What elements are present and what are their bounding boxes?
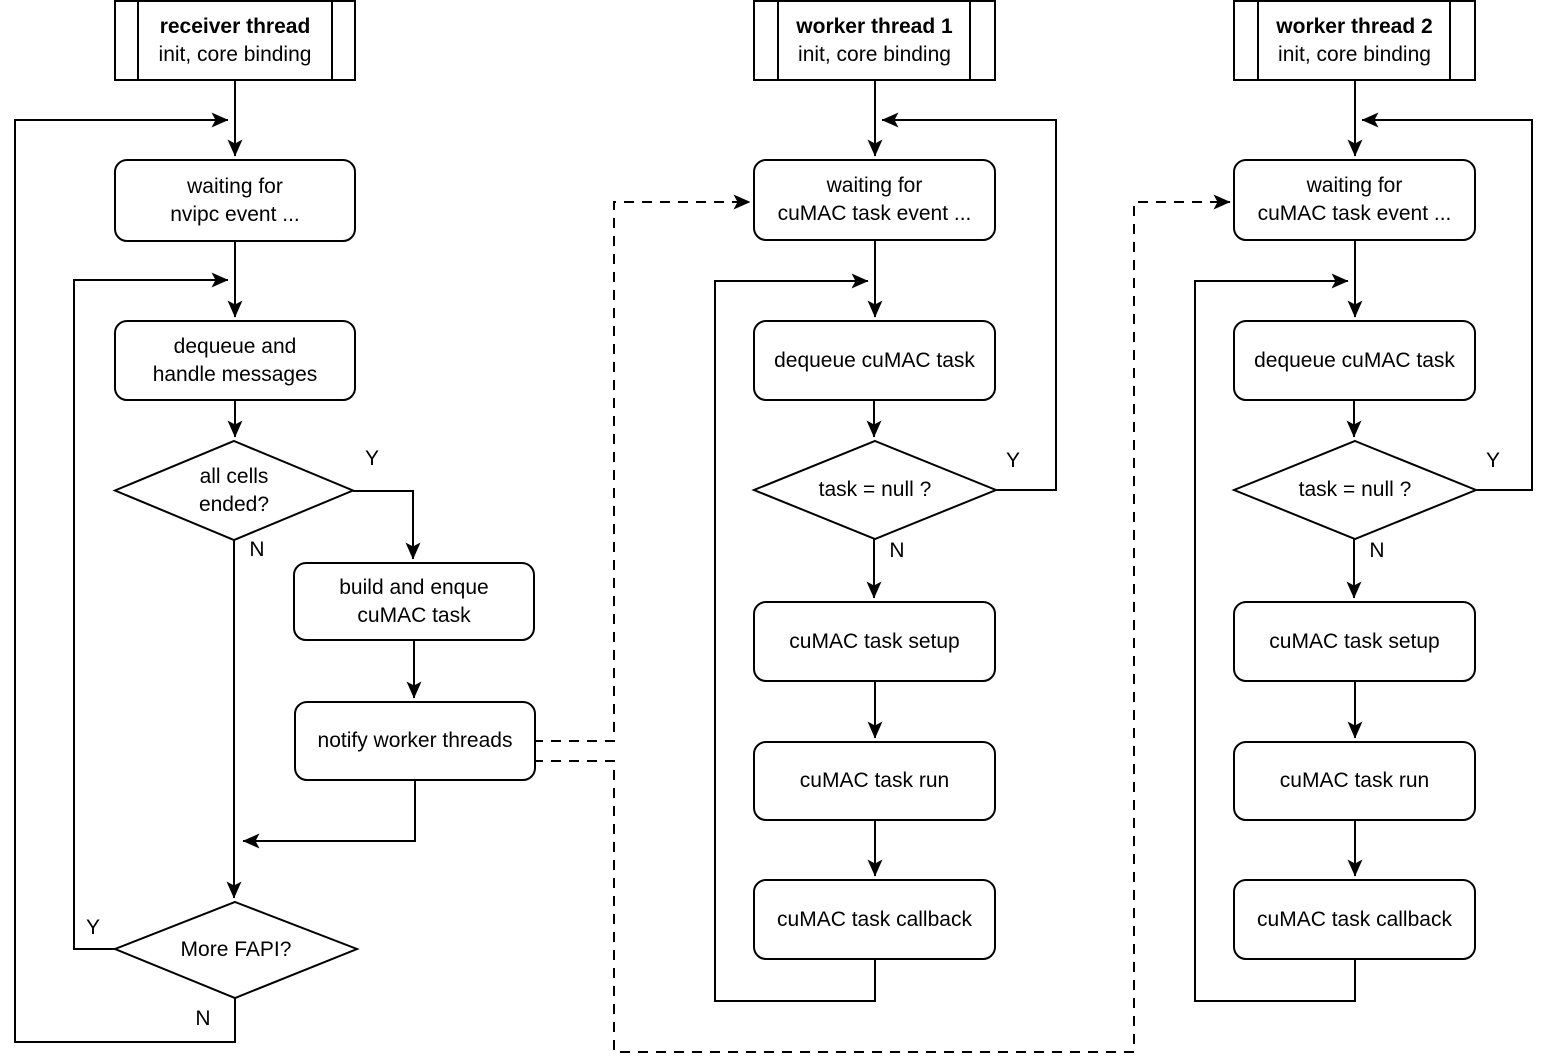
receiver-thread-header-shape [114, 0, 356, 81]
edge-all-cells-yes-to-build [353, 490, 421, 560]
all-cells-decision-shape [112, 439, 356, 542]
worker2-header-shape [1233, 0, 1476, 81]
receiver-waiting-shape [114, 159, 356, 242]
edge-more-fapi-no-loop [14, 112, 236, 1043]
edge-worker1-callback-loop [714, 273, 876, 1002]
worker2-header-inner-lines [1257, 1, 1451, 80]
more-fapi-decision-shape [112, 900, 360, 1000]
edge-notify-to-worker1-dashed [533, 194, 751, 742]
edge-notify-return [242, 780, 416, 849]
edge-more-fapi-yes-loop [73, 272, 229, 950]
worker2-dequeue-shape [1233, 320, 1476, 401]
worker1-dequeue-shape [753, 320, 996, 401]
edge-worker2-null-yes-loop [1361, 112, 1533, 491]
receiver-dequeue-shape [114, 320, 356, 401]
worker2-callback-shape [1233, 879, 1476, 960]
worker2-waiting-shape [1233, 159, 1476, 241]
worker1-null-decision-shape [751, 439, 999, 541]
worker2-setup-shape [1233, 601, 1476, 682]
worker2-run-shape [1233, 741, 1476, 821]
worker2-null-decision-shape [1231, 439, 1479, 541]
worker1-header-inner-lines [777, 1, 971, 80]
build-enque-shape [293, 562, 535, 641]
worker1-header-shape [753, 0, 996, 81]
edge-worker2-callback-loop [1194, 273, 1356, 1002]
worker1-setup-shape [753, 601, 996, 682]
worker1-waiting-shape [753, 159, 996, 241]
notify-workers-shape [294, 701, 536, 781]
worker1-callback-shape [753, 879, 996, 960]
edge-worker1-null-yes-loop [881, 112, 1057, 491]
edge-notify-to-worker2-dashed [533, 194, 1231, 1053]
worker1-run-shape [753, 741, 996, 821]
receiver-thread-header-inner-lines [137, 1, 333, 80]
